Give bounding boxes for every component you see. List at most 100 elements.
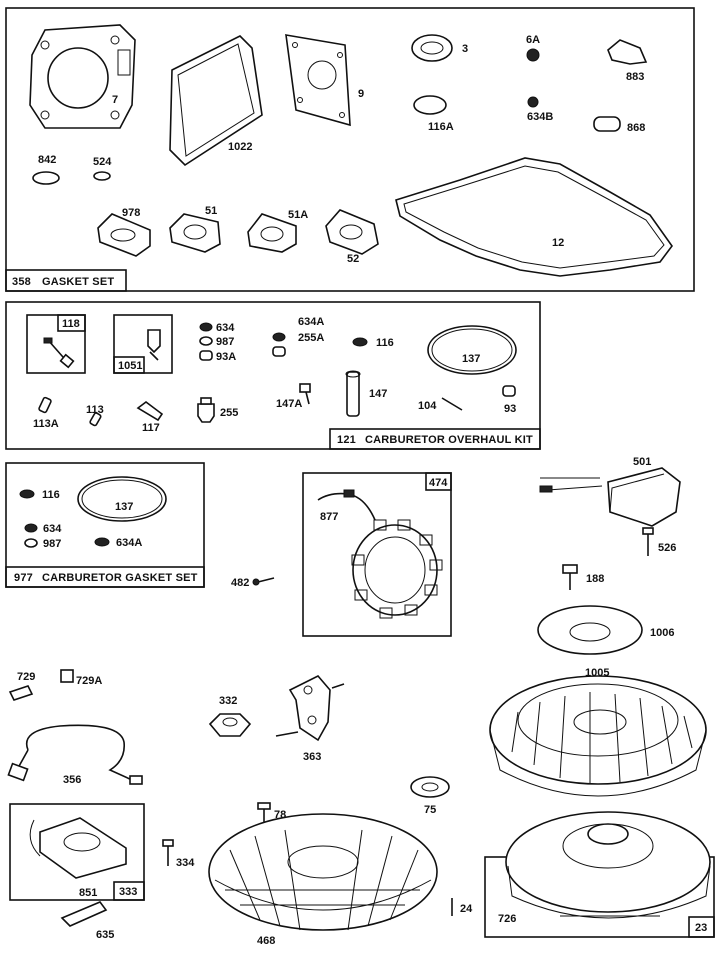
gasket-set-number: 358 xyxy=(12,276,31,288)
module-501 xyxy=(539,467,681,527)
label-501: 501 xyxy=(633,456,651,468)
label-116A: 116A xyxy=(428,121,454,133)
gasket-set-title-box xyxy=(5,269,127,292)
label-851: 851 xyxy=(79,887,97,899)
part-12-crankcase-gasket xyxy=(395,157,673,277)
part-524 xyxy=(93,171,111,181)
part-1006-screen xyxy=(537,605,643,655)
part-75-washer xyxy=(410,776,450,798)
label-188: 188 xyxy=(586,573,604,585)
label-255A: 255A xyxy=(298,332,324,344)
part-634A xyxy=(272,332,286,342)
overhaul-kit-name: CARBURETOR OVERHAUL KIT xyxy=(365,434,533,446)
part-armature-ring xyxy=(352,524,438,616)
label-634-cg: 634 xyxy=(43,523,62,535)
label-363: 363 xyxy=(303,751,321,763)
label-1005: 1005 xyxy=(585,667,609,679)
part-137-cg xyxy=(77,476,167,522)
part-255 xyxy=(197,403,215,423)
label-334: 334 xyxy=(176,857,195,869)
label-868: 868 xyxy=(627,122,645,134)
label-147A: 147A xyxy=(276,398,302,410)
part-987-cg xyxy=(24,538,38,548)
label-104: 104 xyxy=(418,400,437,412)
label-729A: 729A xyxy=(76,675,102,687)
part-868-cylinder xyxy=(593,116,621,132)
label-116-cg: 116 xyxy=(42,489,60,501)
part-363-bracket xyxy=(275,675,345,742)
label-117: 117 xyxy=(142,422,160,434)
overhaul-kit-number: 121 xyxy=(337,434,356,446)
armature-group: 474 877 xyxy=(302,472,452,637)
overhaul-kit-title-box xyxy=(329,428,541,450)
label-634A-cg: 634A xyxy=(116,537,142,549)
part-635 xyxy=(60,901,108,927)
label-3: 3 xyxy=(462,43,468,55)
part-118-box xyxy=(26,314,86,374)
part-468-screen xyxy=(208,813,438,931)
label-842: 842 xyxy=(38,154,56,166)
label-24: 24 xyxy=(460,903,473,915)
part-634B xyxy=(527,96,539,108)
carb-gasket-name: CARBURETOR GASKET SET xyxy=(42,572,198,584)
part-116A-oring xyxy=(413,95,447,115)
part-23-flywheel-group: 23 726 xyxy=(484,811,715,938)
label-118: 118 xyxy=(62,318,80,330)
part-1022-gasket xyxy=(169,35,263,167)
carb-gasket-number: 977 xyxy=(14,572,33,584)
part-117 xyxy=(136,401,164,422)
part-137-oring xyxy=(427,325,517,375)
label-1006: 1006 xyxy=(650,627,674,639)
gasket-set-group: 358 GASKET SET 7 1022 9 3 6A xyxy=(5,7,695,292)
label-51A: 51A xyxy=(288,209,308,221)
label-634: 634 xyxy=(216,322,235,334)
part-113 xyxy=(89,412,102,427)
label-1051: 1051 xyxy=(118,360,142,372)
label-634B: 634B xyxy=(527,111,553,123)
label-93: 93 xyxy=(504,403,516,415)
part-333-box xyxy=(9,803,145,901)
label-23: 23 xyxy=(695,922,707,934)
part-634A-cg xyxy=(94,537,110,547)
label-726: 726 xyxy=(498,913,516,925)
part-729 xyxy=(8,685,34,701)
part-52 xyxy=(325,209,379,255)
label-147: 147 xyxy=(369,388,387,400)
label-729: 729 xyxy=(17,671,35,683)
part-634 xyxy=(199,322,213,332)
part-634-cg xyxy=(24,523,38,533)
label-883: 883 xyxy=(626,71,644,83)
label-7: 7 xyxy=(112,94,118,106)
part-987 xyxy=(199,336,213,346)
label-9: 9 xyxy=(358,88,364,100)
part-3-seal xyxy=(411,34,453,62)
label-482: 482 xyxy=(231,577,249,589)
gasket-set-name: GASKET SET xyxy=(42,276,114,288)
part-333-box-group: 333 851 xyxy=(9,803,145,901)
label-1022: 1022 xyxy=(228,141,252,153)
label-635: 635 xyxy=(96,929,114,941)
part-93A xyxy=(199,350,213,361)
part-883-bracket xyxy=(607,39,648,65)
part-482-screw xyxy=(257,577,275,583)
label-356: 356 xyxy=(63,774,81,786)
label-137: 137 xyxy=(462,353,480,365)
part-332-nut xyxy=(208,713,252,737)
label-6A: 6A xyxy=(526,34,540,46)
part-9-plate xyxy=(285,34,351,127)
label-474: 474 xyxy=(429,477,448,489)
carburetor-overhaul-kit-group: 121 CARBURETOR OVERHAUL KIT 118 1051 634… xyxy=(5,301,541,450)
part-113A xyxy=(38,396,52,414)
label-113: 113 xyxy=(86,404,104,416)
gasket-set-box xyxy=(5,7,695,292)
part-1005-flywheel-fan xyxy=(489,675,707,797)
part-51 xyxy=(169,213,221,253)
label-634A: 634A xyxy=(298,316,324,328)
part-255A xyxy=(272,346,286,357)
part-104 xyxy=(441,397,463,411)
part-51A xyxy=(247,213,297,253)
label-113A: 113A xyxy=(33,418,59,430)
label-877: 877 xyxy=(320,511,338,523)
overhaul-kit-box xyxy=(5,301,541,450)
label-93A: 93A xyxy=(216,351,236,363)
